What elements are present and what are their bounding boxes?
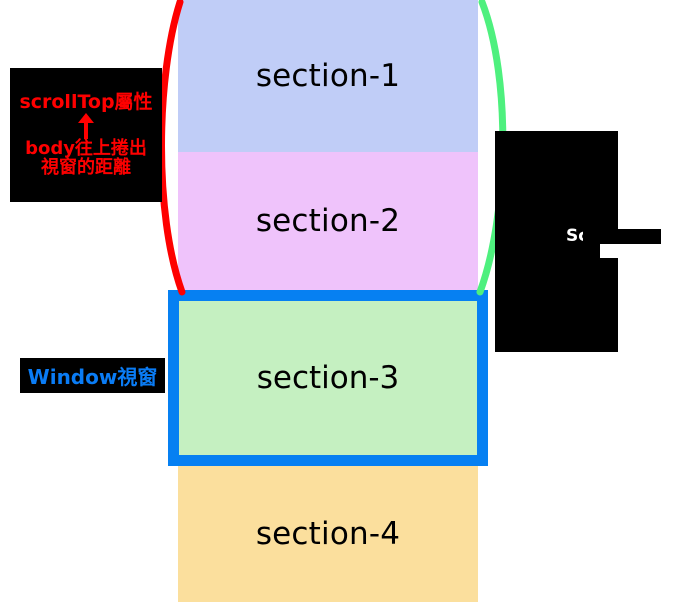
window-label: Window視窗 — [27, 365, 158, 389]
label-occluder-bar-upper — [620, 220, 662, 229]
section-2-block: section-2 — [178, 152, 478, 290]
label-occluder-bar — [583, 229, 661, 245]
window-viewport-frame: section-3 — [168, 290, 488, 466]
label-occluder-bar-lower — [600, 244, 662, 258]
scrolltop-annotation: scrollTop屬性 body往上捲出 視窗的距離 — [10, 68, 162, 202]
scrolltop-title: scrollTop屬性 — [19, 91, 153, 114]
section-3-block: section-3 — [179, 301, 477, 455]
section-3-label: section-3 — [256, 360, 400, 396]
section-1-label: section-1 — [255, 58, 401, 94]
section-4-label: section-4 — [255, 516, 401, 552]
scrollheight-label: Sc — [566, 226, 589, 246]
section-1-block: section-1 — [178, 0, 478, 152]
scrolltop-desc-line-1: body往上捲出 — [25, 137, 147, 159]
window-annotation: Window視窗 — [20, 358, 165, 393]
section-4-block: section-4 — [178, 466, 478, 602]
scrolltop-desc-line-2: 視窗的距離 — [41, 157, 131, 179]
arrow-up-icon — [10, 112, 162, 139]
section-2-label: section-2 — [255, 203, 401, 239]
